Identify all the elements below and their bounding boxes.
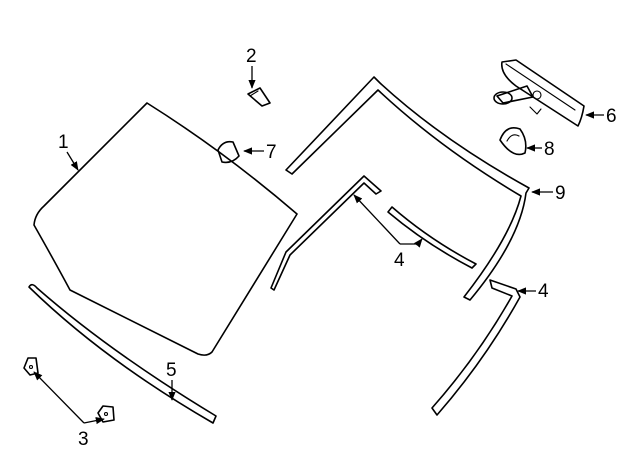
windshield-upper-molding — [285, 76, 530, 301]
rear-view-mirror — [493, 59, 585, 127]
mirror-base-cover — [217, 140, 240, 164]
callout-1: 1 — [58, 132, 69, 153]
side-molding-center — [387, 206, 477, 269]
spacer-left — [23, 357, 39, 376]
side-molding-left — [270, 175, 382, 291]
leader-lines — [33, 66, 604, 425]
callout-8: 8 — [544, 139, 555, 160]
callout-4-right: 4 — [538, 281, 549, 302]
callout-6: 6 — [606, 106, 617, 127]
callout-5: 5 — [166, 360, 177, 381]
windshield-glass — [33, 102, 298, 356]
rear-view-mirror-mount-clip — [247, 87, 271, 107]
callout-4-center: 4 — [394, 250, 405, 271]
callout-3: 3 — [78, 429, 89, 450]
windshield-lower-molding — [28, 283, 217, 424]
rain-sensor-cover — [499, 127, 527, 156]
side-molding-right — [431, 279, 521, 416]
callout-2: 2 — [246, 46, 257, 67]
callout-7: 7 — [266, 142, 277, 163]
callout-9: 9 — [555, 183, 566, 204]
